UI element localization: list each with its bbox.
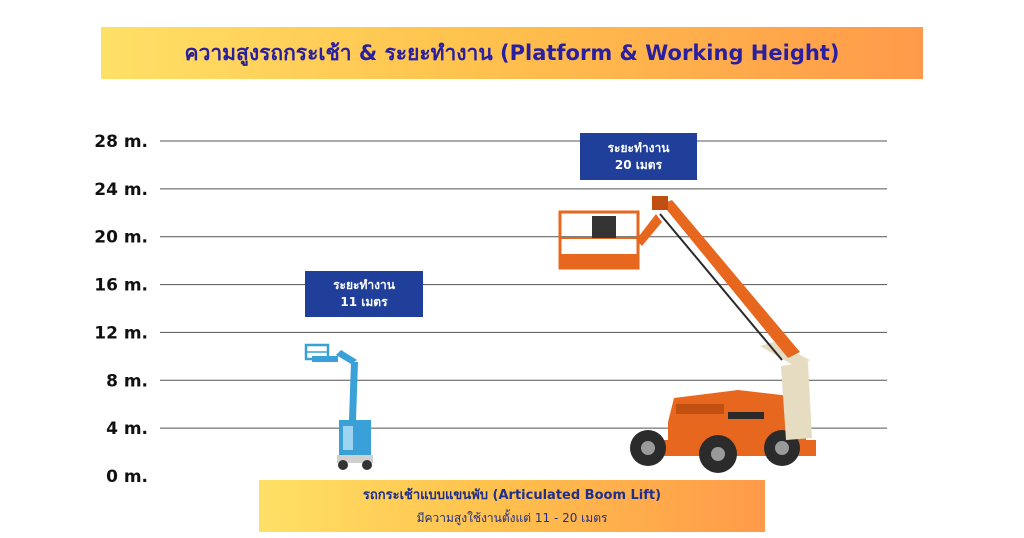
small-lift-body (337, 420, 373, 470)
y-tick-label: 0 m. (106, 467, 148, 487)
small-lift-platform (304, 343, 330, 361)
footer-banner: รถกระเช้าแบบแขนพับ (Articulated Boom Lif… (259, 480, 765, 532)
y-axis-ticks: 0 m. 4 m. 8 m. 12 m. 16 m. 20 m. 24 m. 28 m. (94, 132, 148, 487)
y-tick-label: 8 m. (106, 371, 148, 391)
footer-subtitle: มีความสูงใช้งานตั้งแต่ 11 - 20 เมตร (416, 511, 608, 525)
callout-small-line2: 11 เมตร (340, 295, 388, 309)
y-tick-label: 24 m. (94, 180, 148, 200)
small-lift-boom (312, 350, 358, 420)
large-lift-platform (558, 210, 662, 270)
y-tick-label: 4 m. (106, 419, 148, 439)
large-lift-counterweight (781, 362, 812, 440)
y-tick-label: 12 m. (94, 323, 148, 343)
callout-small-line1: ระยะทำงาน (333, 278, 395, 292)
callout-large-line1: ระยะทำงาน (607, 140, 670, 155)
y-tick-label: 16 m. (94, 276, 148, 296)
grid-lines (160, 140, 887, 429)
y-tick-label: 20 m. (94, 228, 148, 248)
callout-large-line2: 20 เมตร (614, 157, 663, 172)
large-lift-boom (652, 196, 810, 368)
page-title: ความสูงรถกระเช้า & ระยะทำงาน (Platform &… (184, 40, 840, 65)
working-height-callout-large: ระยะทำงาน 20 เมตร (580, 133, 697, 180)
working-height-callout-small: ระยะทำงาน 11 เมตร (305, 271, 423, 317)
y-tick-label: 28 m. (94, 132, 148, 152)
large-boom-lift-illustration (558, 196, 816, 473)
small-boom-lift-illustration (304, 343, 373, 470)
title-banner: ความสูงรถกระเช้า & ระยะทำงาน (Platform &… (101, 27, 923, 79)
footer-title: รถกระเช้าแบบแขนพับ (Articulated Boom Lif… (362, 488, 662, 503)
